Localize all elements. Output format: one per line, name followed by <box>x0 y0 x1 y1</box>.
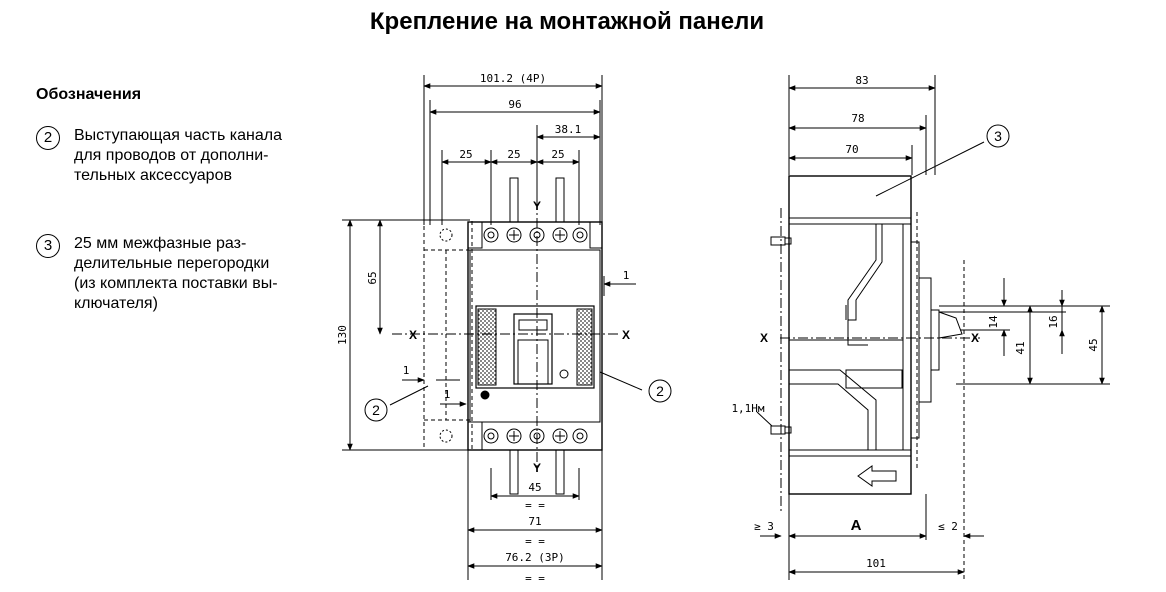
front-view <box>342 75 672 580</box>
legend-text-line: Выступающая часть канала <box>74 127 282 144</box>
dim-label: 1 <box>444 388 451 401</box>
legend-text-line: для проводов от дополни- <box>74 147 269 164</box>
dim-label: 101.2 (4P) <box>480 72 546 85</box>
side-view-labels: 83 78 70 14 16 41 45 1,1Нм ≥ 3 ≤ 2 A 101… <box>731 74 1100 570</box>
dim-label: 76.2 (3P) <box>505 551 565 564</box>
dim-label: 96 <box>508 98 521 111</box>
upper-terminals <box>467 177 603 249</box>
dim-label: 45 <box>1087 338 1100 351</box>
dim-label: 78 <box>851 112 864 125</box>
axis-label-x: X <box>971 331 979 345</box>
dim-label: 45 <box>528 481 541 494</box>
legend-text-line: 25 мм межфазные раз- <box>74 235 247 252</box>
dim-label: 1,1Нм <box>731 402 764 415</box>
dim-label: 130 <box>336 325 349 345</box>
axis-label-y: Y <box>533 461 541 475</box>
dim-label: 16 <box>1047 315 1060 328</box>
dim-label: 25 <box>459 148 472 161</box>
dim-label: 101 <box>866 557 886 570</box>
axis-label-x: X <box>622 328 630 342</box>
dim-label: 25 <box>507 148 520 161</box>
dim-label: 71 <box>528 515 541 528</box>
dim-label: 25 <box>551 148 564 161</box>
legend-text-line: делительные перегородки <box>74 255 270 272</box>
dim-label: 65 <box>366 271 379 284</box>
callout-number: 2 <box>372 402 380 418</box>
dim-label: ≥ 3 <box>754 520 774 533</box>
axis-label-x: X <box>760 331 768 345</box>
dim-label: 70 <box>845 143 858 156</box>
side-view <box>756 75 1110 580</box>
legend-number: 3 <box>36 234 60 258</box>
axis-label-y: Y <box>533 199 541 213</box>
legend-heading: Обозначения <box>36 86 142 103</box>
legend-number: 2 <box>36 126 60 150</box>
dim-label: 1 <box>403 364 410 377</box>
callout-number: 2 <box>656 383 664 399</box>
page-title: Крепление на монтажной панели <box>369 8 765 35</box>
dim-label: = = <box>525 572 545 585</box>
legend-text-line: ключателя) <box>74 295 158 312</box>
dim-label: 38.1 <box>555 123 582 136</box>
dim-label: 41 <box>1014 341 1027 354</box>
legend-text-line: тельных аксессуаров <box>74 167 232 184</box>
dim-label: 83 <box>855 74 868 87</box>
dim-label-a: A <box>851 517 862 534</box>
axis-label-x: X <box>409 328 417 342</box>
dim-label: = = <box>525 535 545 548</box>
front-view-labels: 101.2 (4P) 96 38.1 25 25 25 130 65 1 1 1… <box>336 72 664 585</box>
dim-label: ≤ 2 <box>938 520 958 533</box>
dim-label: = = <box>525 499 545 512</box>
dim-label: 14 <box>987 315 1000 329</box>
callout-number: 3 <box>994 128 1002 144</box>
legend-text-line: (из комплекта поставки вы- <box>74 275 278 292</box>
dim-label: 1 <box>623 269 630 282</box>
